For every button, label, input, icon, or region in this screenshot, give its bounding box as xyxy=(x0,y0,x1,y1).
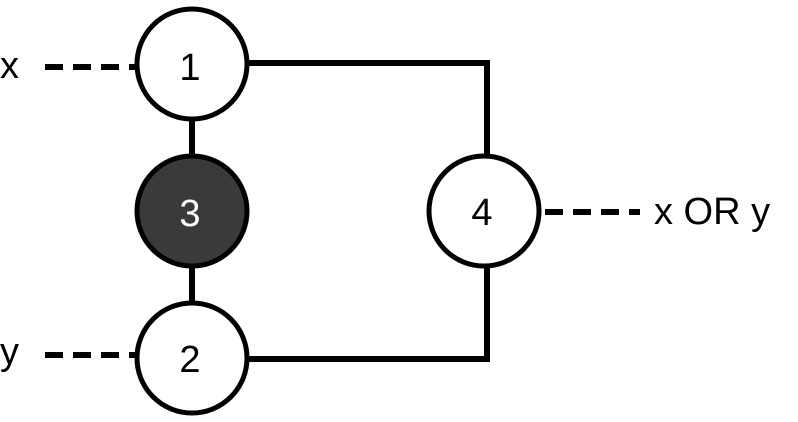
node-1-label: 1 xyxy=(179,47,200,89)
input-y-label: y xyxy=(0,331,19,373)
node-1: 1 xyxy=(134,6,250,122)
node-2-label: 2 xyxy=(179,339,200,381)
node-3-circle xyxy=(134,153,250,269)
node-1-circle xyxy=(134,6,250,122)
node-4-circle xyxy=(426,153,542,269)
edge-2-to-4 xyxy=(248,268,490,362)
output-label: x OR y xyxy=(654,191,770,233)
node-2-circle xyxy=(134,300,250,416)
node-4: 4 xyxy=(426,153,542,269)
edge-1-to-4 xyxy=(248,60,490,155)
node-2: 2 xyxy=(134,300,250,416)
node-3-label: 3 xyxy=(179,193,200,235)
io-lines xyxy=(45,64,640,358)
node-3: 3 xyxy=(134,153,250,269)
connections xyxy=(189,60,490,362)
input-x-label: x xyxy=(0,45,19,87)
node-4-label: 4 xyxy=(471,192,492,234)
